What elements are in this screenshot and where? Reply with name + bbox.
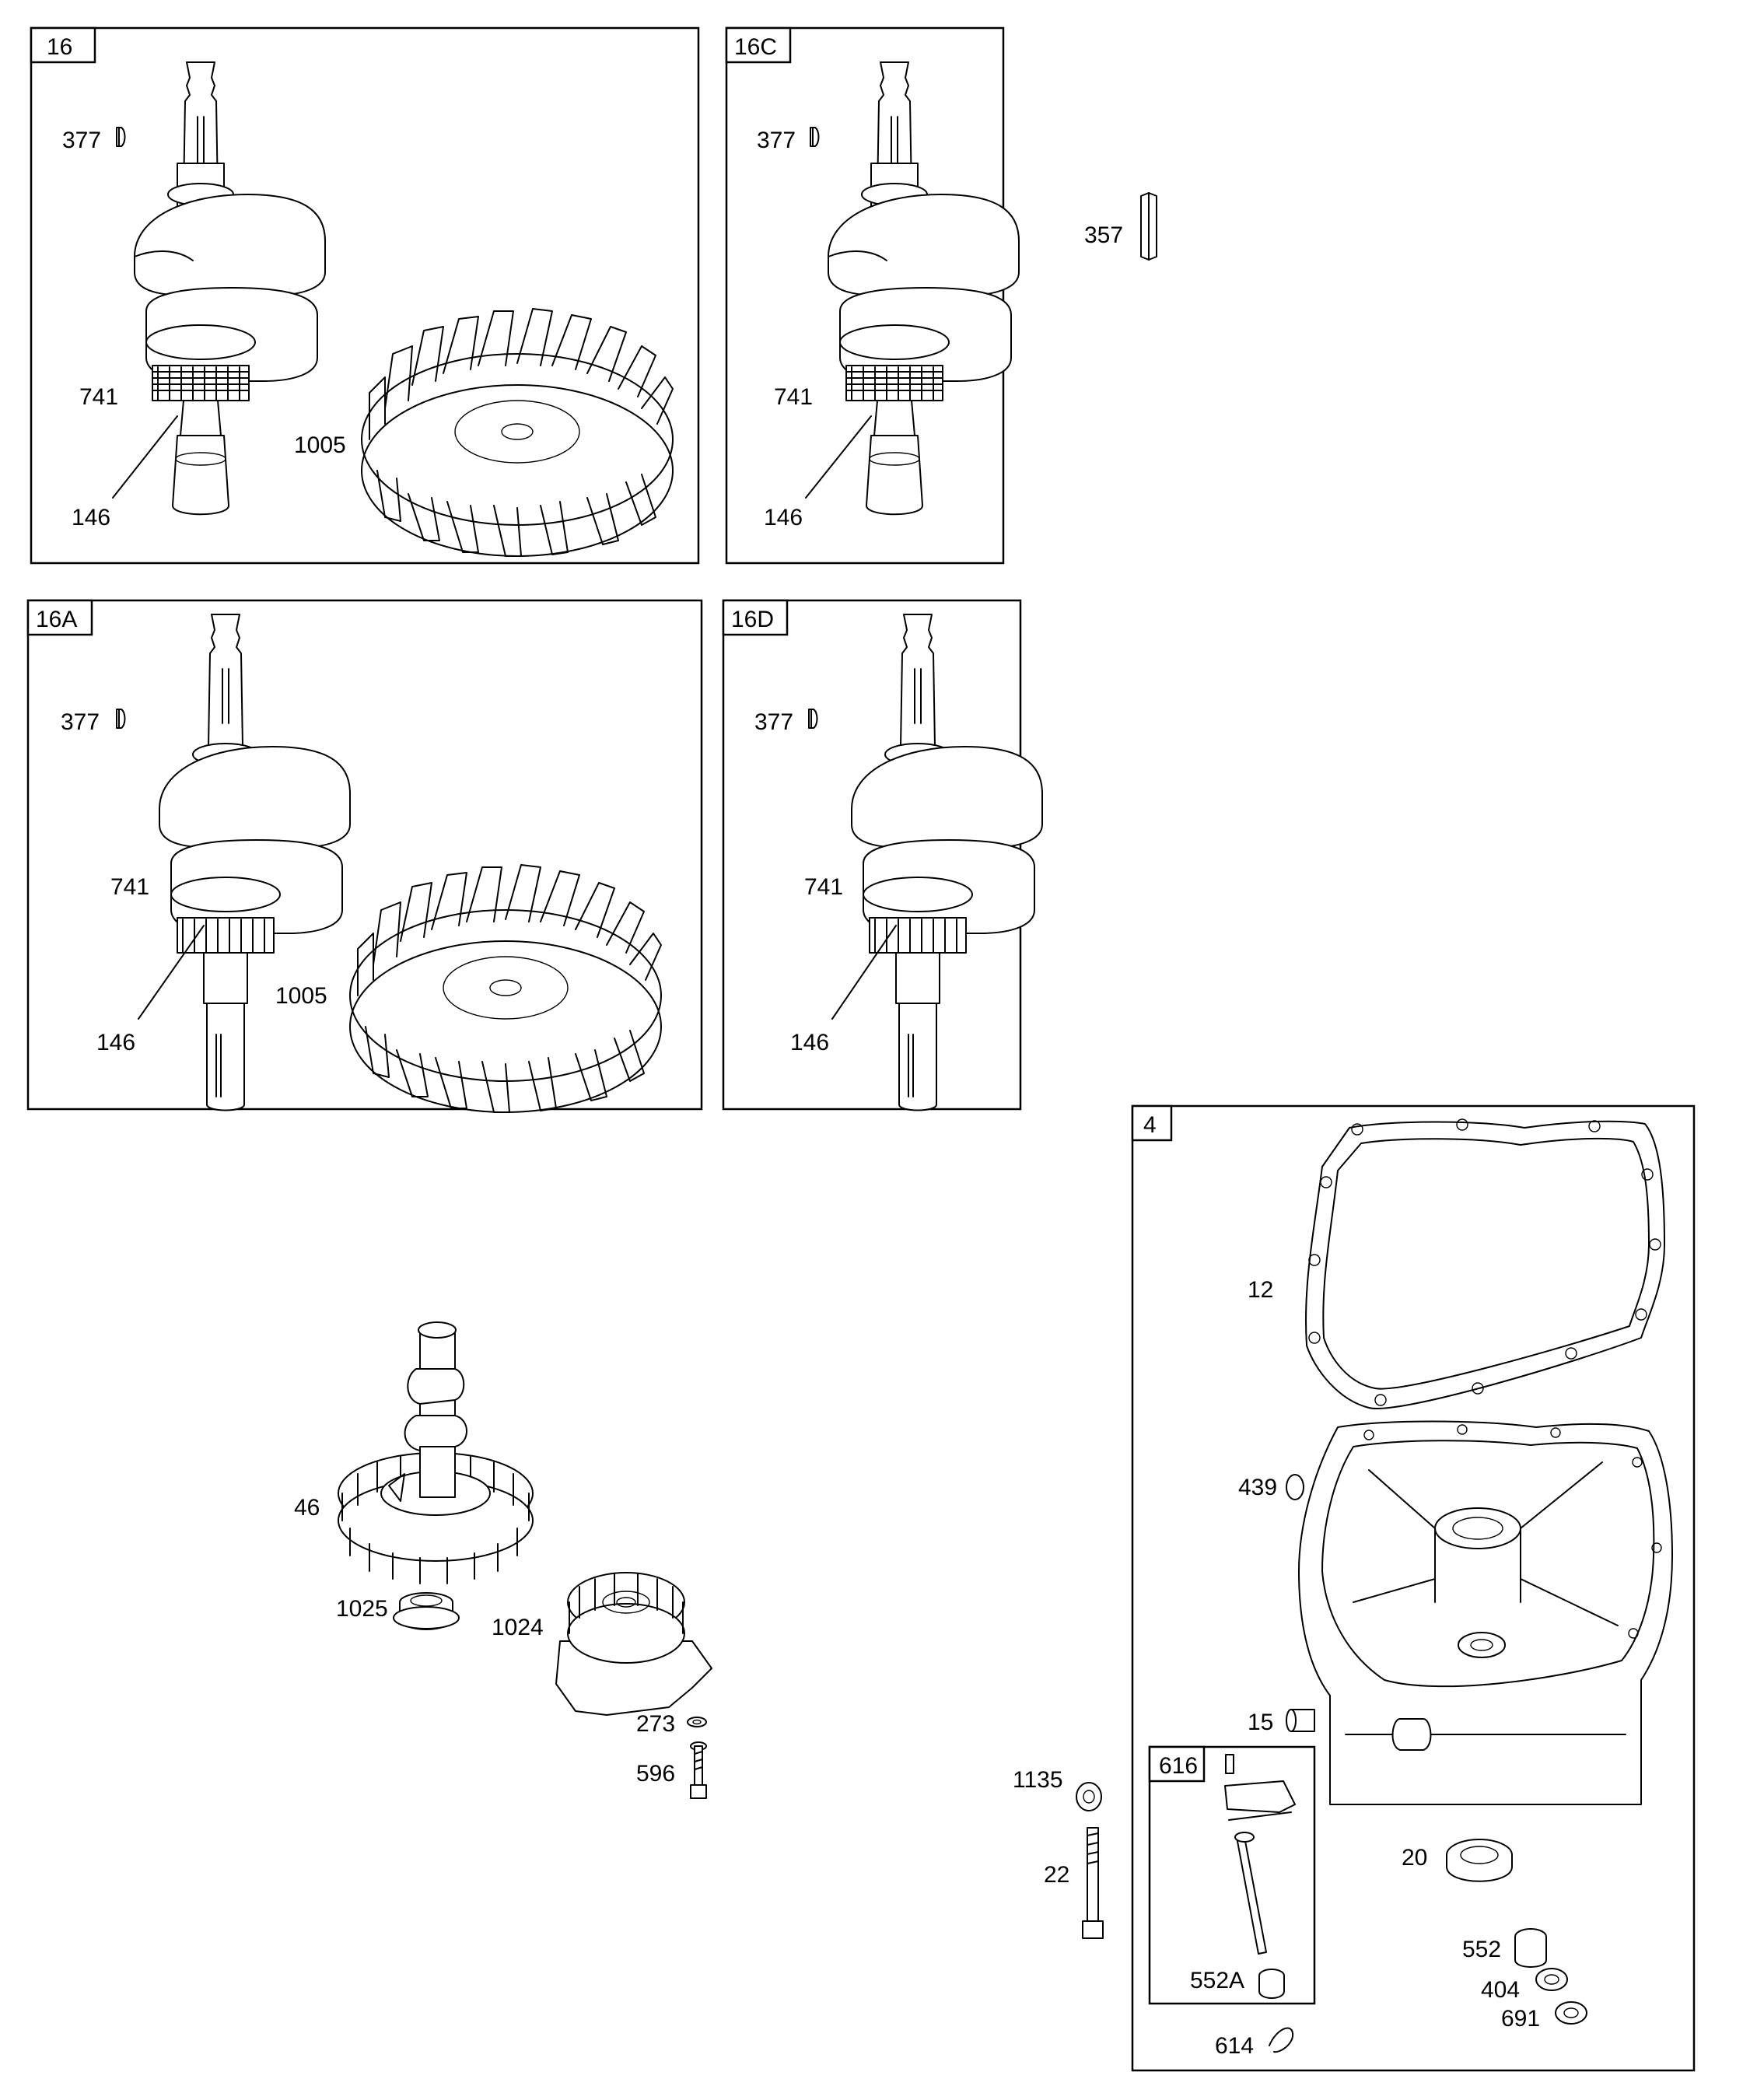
key: [808, 709, 818, 729]
label-146: 146: [790, 1030, 829, 1055]
gasket: [1305, 1118, 1665, 1409]
panel-4: 4 12: [1131, 1104, 1696, 2072]
oil-seal: [1446, 1839, 1513, 1882]
washer-273: 273: [636, 1711, 707, 1737]
panel-16a: 16A 377 741 146 1005: [26, 599, 703, 1113]
label-1025: 1025: [336, 1596, 388, 1622]
leader-line: [138, 925, 205, 1020]
label-596: 596: [636, 1761, 675, 1787]
seal: [1555, 2001, 1587, 2025]
panel-id: 16: [47, 34, 72, 60]
panel-16d: 16D 377 741 146: [722, 599, 1043, 1111]
label-1005: 1005: [275, 983, 327, 1009]
key-357: 357: [1084, 192, 1157, 261]
panel-id: 16C: [734, 34, 777, 60]
panel-id: 4: [1143, 1112, 1157, 1138]
label-377: 377: [62, 128, 101, 153]
label-15: 15: [1248, 1710, 1273, 1735]
flywheel: [349, 864, 662, 1113]
label-1135: 1135: [1013, 1767, 1063, 1793]
label-146: 146: [764, 505, 803, 530]
washer-1135: 1135: [1013, 1767, 1102, 1811]
bolt-22: 22: [1044, 1827, 1104, 1939]
label-614: 614: [1215, 2033, 1254, 2059]
bushing: [1514, 1928, 1547, 1968]
label-741: 741: [110, 874, 149, 900]
crankcase: [1298, 1420, 1673, 1805]
label-741: 741: [804, 874, 843, 900]
label-22: 22: [1044, 1862, 1069, 1888]
label-1005: 1005: [294, 432, 346, 458]
key: [116, 127, 126, 147]
label-404: 404: [1481, 1977, 1520, 2003]
label-1024: 1024: [492, 1615, 544, 1640]
key: [810, 127, 820, 147]
panel-id: 16D: [731, 607, 774, 632]
label-12: 12: [1248, 1277, 1273, 1303]
label-377: 377: [754, 709, 793, 735]
label-146: 146: [96, 1030, 135, 1055]
panel-16: 16 377 741 146 1005: [30, 26, 700, 565]
label-691: 691: [1501, 2006, 1540, 2032]
hairpin: [1269, 2027, 1294, 2053]
flywheel: [361, 308, 674, 557]
crankshaft: [851, 614, 1043, 1111]
plug: [1286, 1709, 1315, 1732]
bushing-552a: [1258, 1969, 1285, 1999]
leader-line: [112, 415, 178, 499]
label-552: 552: [1462, 1937, 1501, 1962]
label-273: 273: [636, 1711, 675, 1737]
label-357: 357: [1084, 222, 1123, 248]
crankshaft: [828, 61, 1020, 516]
leader-line: [831, 925, 897, 1020]
label-377: 377: [757, 128, 796, 153]
label-439: 439: [1238, 1475, 1277, 1500]
crankshaft: [159, 614, 351, 1111]
label-146: 146: [72, 505, 110, 530]
washer: [1535, 1968, 1568, 1991]
panel-id: 16A: [36, 607, 77, 632]
leader-line: [805, 415, 872, 499]
panel-616: 616 552A: [1148, 1745, 1316, 2005]
label-552a: 552A: [1190, 1968, 1244, 1993]
camshaft-assembly: 46: [294, 1321, 534, 1584]
key: [116, 709, 126, 729]
panel-16c: 16C 377 741 146: [725, 26, 1020, 565]
oil-pump: 1024: [492, 1572, 712, 1716]
o-ring: [1286, 1474, 1304, 1500]
label-20: 20: [1402, 1845, 1427, 1871]
label-741: 741: [774, 384, 813, 410]
label-741: 741: [79, 384, 118, 410]
panel-id: 616: [1159, 1753, 1198, 1779]
screw-596: 596: [636, 1741, 707, 1799]
cam-bushing: 1025: [336, 1592, 460, 1630]
governor-shaft: [1224, 1754, 1296, 1955]
label-377: 377: [61, 709, 100, 735]
label-46: 46: [294, 1495, 320, 1521]
